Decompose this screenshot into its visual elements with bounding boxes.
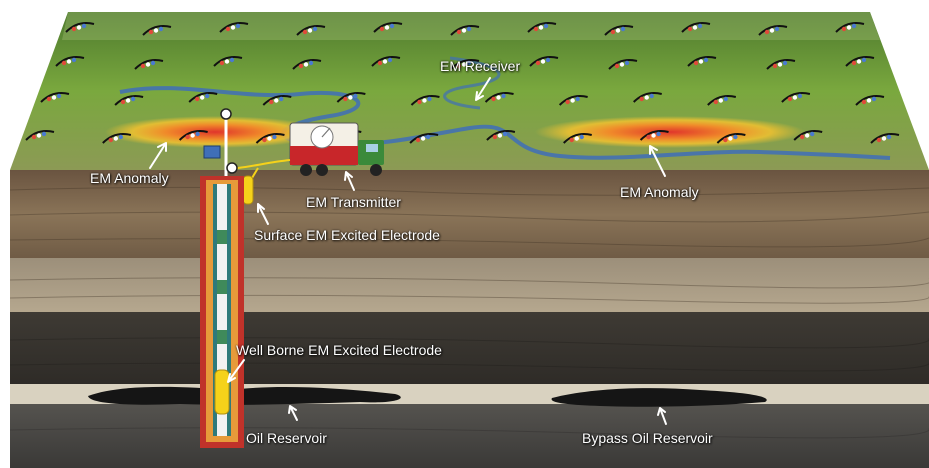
em-receiver-marker: [25, 130, 55, 141]
em-receiver-marker: [563, 133, 592, 144]
shale-layer: [10, 312, 929, 386]
arrow-em-anomaly-right: [649, 145, 666, 177]
label-em-anomaly-left: EM Anomaly: [90, 170, 169, 186]
em-receiver-marker: [410, 95, 440, 106]
em-receiver-marker: [134, 59, 164, 70]
arrow-em-receiver: [475, 77, 491, 101]
em-receiver-marker: [55, 56, 85, 67]
em-receiver-marker: [639, 130, 669, 141]
arrow-well-electrode: [227, 359, 245, 383]
truck-red-stripe: [290, 146, 358, 165]
truck-wheel-icon: [370, 164, 382, 176]
label-em-transmitter: EM Transmitter: [306, 194, 401, 210]
wellbore-stripe-right: [227, 184, 231, 436]
em-receiver-marker: [292, 59, 322, 70]
wellbore-segment: [217, 230, 227, 244]
em-receiver-marker: [142, 25, 172, 36]
em-receiver-marker: [870, 133, 900, 144]
em-receiver-marker: [296, 25, 326, 36]
em-receiver-marker: [102, 133, 132, 144]
em-receiver-marker: [371, 56, 401, 67]
em-receiver-marker: [219, 22, 249, 33]
truck-cab: [358, 140, 384, 165]
em-receiver-marker: [336, 92, 366, 103]
em-receiver-marker: [178, 130, 208, 141]
em-receiver-marker: [486, 130, 516, 141]
label-bypass-reservoir: Bypass Oil Reservoir: [582, 430, 713, 446]
well-borne-em-electrode: [214, 369, 230, 415]
arrow-em-anomaly-left: [149, 142, 167, 169]
em-receiver-marker: [855, 95, 885, 106]
truck-wheel-icon: [316, 164, 328, 176]
em-receiver-marker: [450, 59, 480, 70]
em-receiver-marker: [213, 56, 243, 67]
arrow-oil-reservoir: [288, 405, 298, 421]
river: [119, 86, 891, 160]
em-receiver-marker: [793, 130, 823, 141]
em-receiver-marker: [255, 133, 285, 144]
em-receiver-marker: [758, 25, 788, 36]
em-receiver-marker: [373, 22, 403, 33]
well-rig: [203, 108, 238, 178]
em-receiver-marker: [707, 95, 737, 106]
em-receiver-marker: [262, 95, 292, 106]
arrow-surface-electrode: [257, 203, 269, 225]
em-transmitter-truck: [289, 122, 384, 176]
em-receiver-marker: [527, 22, 557, 33]
em-receiver-marker: [608, 59, 638, 70]
em-receiver-marker: [687, 56, 717, 67]
em-receiver-marker: [529, 56, 559, 67]
em-receiver-marker: [845, 56, 875, 67]
callout-arrows: [149, 77, 667, 425]
label-oil-reservoir: Oil Reservoir: [246, 430, 327, 446]
bypass-oil-reservoir-shape: [551, 388, 767, 407]
deep-rock-layer: [10, 404, 929, 468]
em-receiver-marker: [40, 92, 70, 103]
label-surface-electrode: Surface EM Excited Electrode: [254, 227, 440, 243]
wellbore-stripe-left: [213, 184, 217, 436]
em-receiver-marker: [766, 59, 796, 70]
surface-em-electrode: [242, 175, 254, 205]
em-receiver-marker: [558, 95, 588, 106]
em-receiver-marker: [781, 92, 811, 103]
em-receiver-marker: [409, 133, 439, 144]
em-receiver-marker: [604, 25, 634, 36]
wellbore-segment: [217, 330, 227, 344]
label-em-anomaly-right: EM Anomaly: [620, 184, 699, 200]
surface-electrode-cable: [251, 167, 259, 179]
oil-reservoir-shape: [88, 386, 401, 405]
label-well-electrode: Well Borne EM Excited Electrode: [236, 342, 442, 358]
em-receiver-marker: [681, 22, 711, 33]
em-receiver-marker: [633, 92, 662, 103]
em-receiver-marker: [188, 92, 218, 103]
river-branch: [443, 56, 501, 110]
em-receiver-marker: [65, 22, 95, 33]
soil-layer: [10, 170, 929, 260]
em-receiver-array: [25, 22, 900, 144]
arrow-em-transmitter: [344, 171, 355, 191]
em-receiver-marker: [716, 133, 746, 144]
em-receiver-marker: [114, 95, 144, 106]
em-anomaly-right-heatmap: [535, 116, 805, 148]
em-receiver-marker: [450, 25, 480, 36]
wellbore: [200, 176, 244, 448]
arrow-bypass-reservoir: [657, 407, 667, 425]
sandstone-layer: [10, 258, 929, 314]
label-em-receiver: EM Receiver: [440, 58, 521, 74]
truck-wheel-icon: [300, 164, 312, 176]
em-receiver-marker: [835, 22, 865, 33]
truck-window: [366, 144, 378, 152]
em-receiver-marker: [484, 92, 514, 103]
wellbore-segment: [217, 280, 227, 294]
rock-texture: [9, 186, 929, 439]
